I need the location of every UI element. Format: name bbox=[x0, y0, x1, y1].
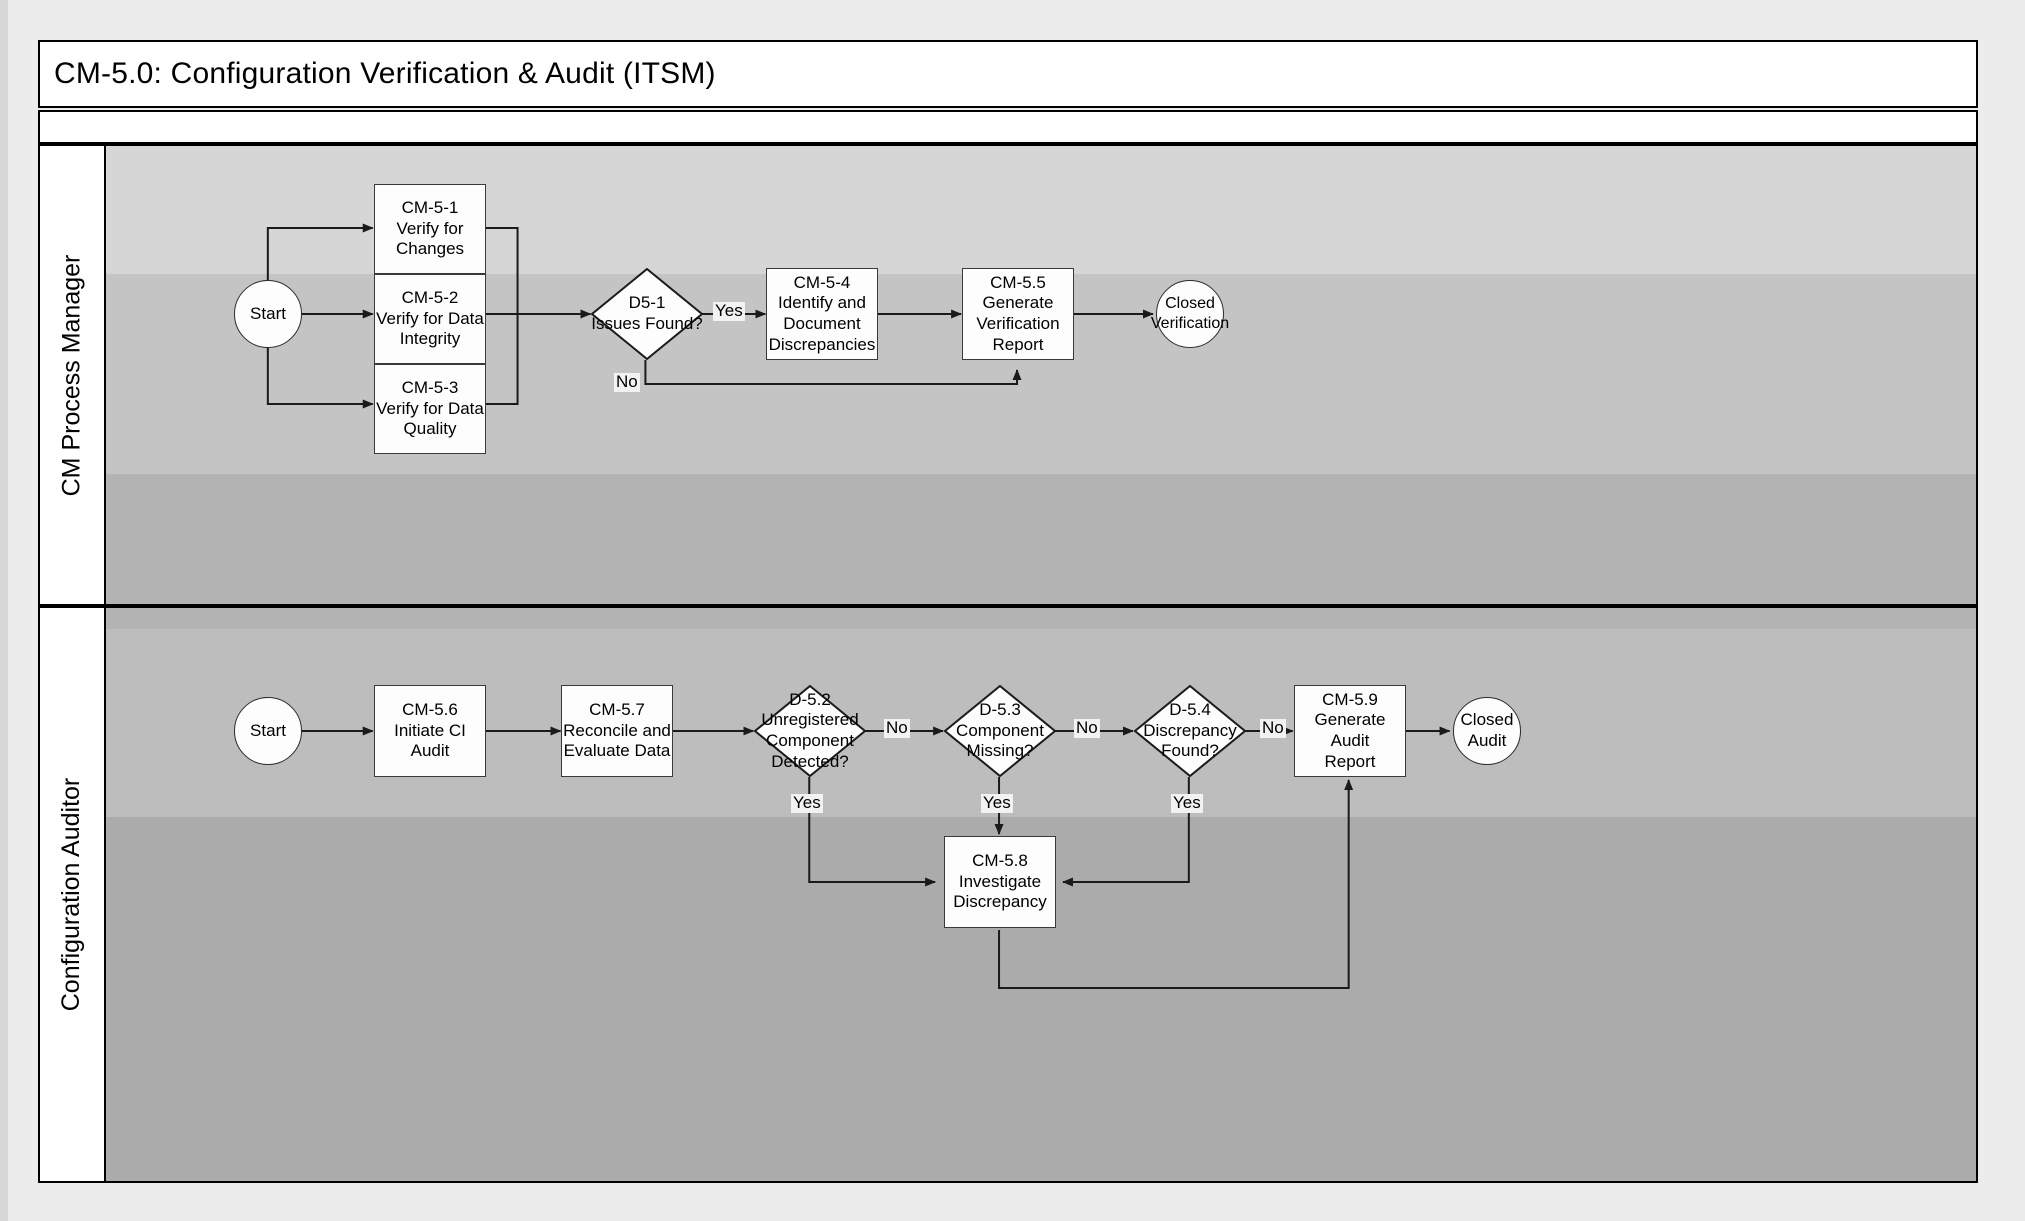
node-cm-5-7-line2: Reconcile and bbox=[563, 720, 671, 740]
node-cm-5-2-line3: Integrity bbox=[399, 329, 461, 349]
node-cm-5-3-line1: CM-5-3 bbox=[401, 377, 459, 397]
node-closed-audit-line1: Closed bbox=[1460, 710, 1514, 730]
edge-label-d-5-2-no: No bbox=[884, 718, 910, 738]
node-cm-5-9-line2: Generate Audit bbox=[1314, 710, 1386, 750]
d-5-2-diamond-shape bbox=[754, 685, 866, 777]
page-left-edge bbox=[0, 0, 8, 1221]
node-cm-5-3-line3: Quality bbox=[403, 419, 457, 439]
node-cm-5-2-line2: Verify for Data bbox=[376, 308, 484, 328]
edge-label-d-5-3-no: No bbox=[1074, 718, 1100, 738]
node-cm-5-2-line1: CM-5-2 bbox=[401, 287, 459, 307]
node-cm-5-2[interactable]: CM-5-2 Verify for Data Integrity bbox=[374, 274, 486, 364]
node-cm-5-1-line1: CM-5-1 bbox=[401, 197, 459, 217]
edge-label-d-5-4-yes: Yes bbox=[1171, 793, 1203, 813]
node-cm-5-9-line3: Report bbox=[1324, 751, 1376, 771]
node-closed-verification-line1: Closed bbox=[1165, 295, 1215, 313]
d5-1-diamond-shape bbox=[591, 268, 703, 360]
node-closed-verification-line2: Verification bbox=[1150, 315, 1230, 332]
node-cm-5-3[interactable]: CM-5-3 Verify for Data Quality bbox=[374, 364, 486, 454]
node-cm-5-7-line1: CM-5.7 bbox=[589, 699, 645, 719]
lane2-band-mid bbox=[106, 608, 1976, 629]
edge-label-d-5-2-yes: Yes bbox=[791, 793, 823, 813]
node-cm-5-4-line3: Document bbox=[783, 314, 861, 333]
lane1-band-dark bbox=[106, 474, 1976, 604]
lane-header-configuration-auditor: Configuration Auditor bbox=[40, 608, 106, 1181]
lane-body-cm-process-manager: Start CM-5-1 Verify for Changes CM-5-2 V… bbox=[106, 146, 1976, 604]
edge-label-d-5-3-yes: Yes bbox=[981, 793, 1013, 813]
node-cm-5-4-line4: Discrepancies bbox=[768, 334, 876, 354]
node-d-5-4[interactable]: D-5.4 Discrepancy Found? bbox=[1134, 685, 1246, 777]
node-cm-5-5-line2: Generate bbox=[982, 293, 1054, 313]
edge-label-d-5-4-no: No bbox=[1260, 718, 1286, 738]
node-cm-5-9-line1: CM-5.9 bbox=[1322, 689, 1378, 709]
d-5-4-diamond-shape bbox=[1134, 685, 1246, 777]
lane-header-cm-process-manager: CM Process Manager bbox=[40, 146, 106, 604]
diagram-subtitle-bar bbox=[38, 110, 1978, 144]
node-cm-5-4-line2: Identify and bbox=[778, 293, 866, 313]
node-cm-5-8-line3: Discrepancy bbox=[953, 892, 1047, 912]
swimlane-cm-process-manager: CM Process Manager bbox=[38, 144, 1978, 606]
node-cm-5-5[interactable]: CM-5.5 Generate Verification Report bbox=[962, 268, 1074, 360]
edge-label-d5-1-no: No bbox=[614, 372, 640, 392]
node-cm-5-6-line2: Initiate CI Audit bbox=[394, 720, 466, 761]
node-d-5-3[interactable]: D-5.3 Component Missing? bbox=[944, 685, 1056, 777]
node-cm-5-9[interactable]: CM-5.9 Generate Audit Report bbox=[1294, 685, 1406, 777]
node-closed-verification[interactable]: Closed Verification bbox=[1151, 280, 1229, 348]
node-cm-5-5-line1: CM-5.5 bbox=[990, 272, 1046, 292]
node-cm-5-4[interactable]: CM-5-4 Identify and Document Discrepanci… bbox=[766, 268, 878, 360]
lane-body-configuration-auditor: Start CM-5.6 Initiate CI Audit CM-5.7 Re… bbox=[106, 608, 1976, 1181]
edge-label-d5-1-yes: Yes bbox=[713, 301, 745, 321]
node-start-2[interactable]: Start bbox=[234, 697, 302, 765]
diagram-title-bar: CM-5.0: Configuration Verification & Aud… bbox=[38, 40, 1978, 108]
node-d-5-2[interactable]: D-5.2 Unregistered Component Detected? bbox=[754, 685, 866, 777]
node-d5-1[interactable]: D5-1 Issues Found? bbox=[591, 268, 703, 360]
node-start-2-label: Start bbox=[250, 720, 286, 740]
d-5-3-diamond-shape bbox=[944, 685, 1056, 777]
node-cm-5-5-line3: Verification Report bbox=[976, 314, 1060, 354]
node-cm-5-8[interactable]: CM-5.8 Investigate Discrepancy bbox=[944, 836, 1056, 928]
lane-label-configuration-auditor: Configuration Auditor bbox=[57, 777, 86, 1012]
node-cm-5-7-line3: Evaluate Data bbox=[563, 741, 671, 761]
node-cm-5-8-line1: CM-5.8 bbox=[972, 850, 1028, 870]
node-cm-5-1-line2: Verify for Changes bbox=[395, 218, 465, 259]
node-start-1-label: Start bbox=[250, 303, 286, 323]
node-cm-5-6[interactable]: CM-5.6 Initiate CI Audit bbox=[374, 685, 486, 777]
node-cm-5-4-line1: CM-5-4 bbox=[793, 272, 851, 292]
node-cm-5-8-line2: Investigate bbox=[958, 871, 1042, 891]
node-cm-5-3-line2: Verify for Data bbox=[376, 398, 484, 418]
lane-label-cm-process-manager: CM Process Manager bbox=[57, 254, 86, 496]
node-cm-5-1[interactable]: CM-5-1 Verify for Changes bbox=[374, 184, 486, 274]
node-closed-audit-line2: Audit bbox=[1467, 731, 1507, 750]
node-start-1[interactable]: Start bbox=[234, 280, 302, 348]
node-cm-5-7[interactable]: CM-5.7 Reconcile and Evaluate Data bbox=[561, 685, 673, 777]
node-cm-5-6-line1: CM-5.6 bbox=[402, 699, 458, 719]
page-title: CM-5.0: Configuration Verification & Aud… bbox=[54, 57, 716, 90]
node-closed-audit[interactable]: Closed Audit bbox=[1453, 697, 1521, 765]
swimlane-configuration-auditor: Configuration Auditor bbox=[38, 606, 1978, 1183]
